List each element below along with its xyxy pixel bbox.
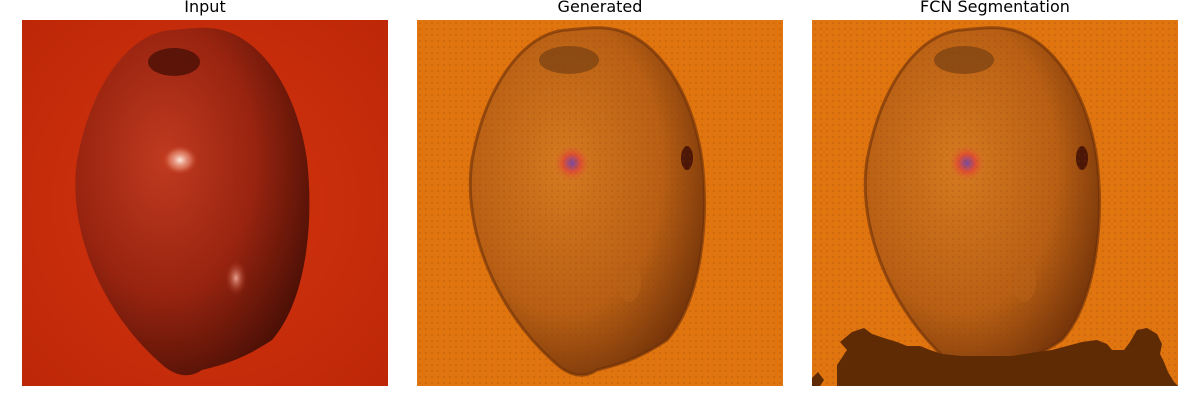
panel-title-generated: Generated [557, 0, 643, 16]
input-apple-image [22, 20, 388, 386]
panel-title-input: Input [184, 0, 226, 16]
segmentation-image [812, 20, 1178, 386]
panel-title-fcn-segmentation: FCN Segmentation [920, 0, 1070, 16]
segmentation-mask [837, 328, 1178, 386]
generated-image [417, 20, 783, 386]
panel-input: Input [22, 0, 388, 400]
generated-apple-image [417, 20, 783, 386]
panel-generated: Generated [417, 0, 783, 400]
input-image [22, 20, 388, 386]
segmentation-apple-image [812, 20, 1178, 386]
panel-fcn-segmentation: FCN Segmentation [812, 0, 1178, 400]
